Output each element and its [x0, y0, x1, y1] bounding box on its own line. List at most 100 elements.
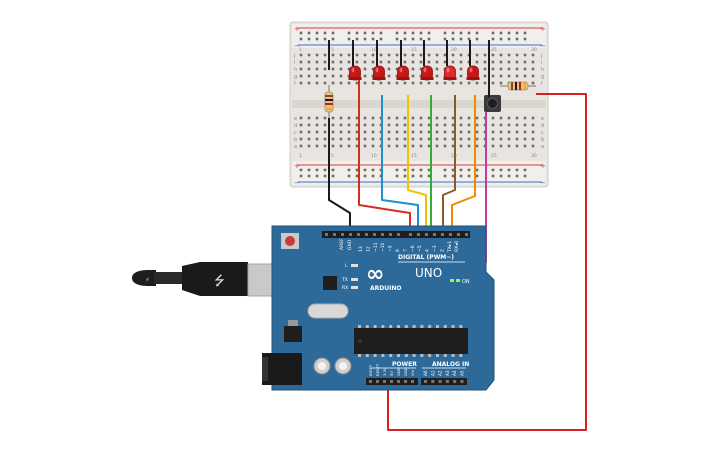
rail-hole	[331, 168, 335, 172]
breadboard-hole	[323, 74, 327, 78]
led-3[interactable]	[396, 65, 410, 81]
breadboard-hole	[467, 123, 471, 127]
chip-pin	[381, 354, 385, 357]
breadboard-hole	[483, 74, 487, 78]
analog-header-hole	[438, 380, 442, 383]
breadboard-hole	[387, 67, 391, 71]
resistor-left[interactable]	[324, 85, 334, 118]
breadboard-hole	[323, 81, 327, 85]
rail-hole	[475, 174, 479, 178]
breadboard-hole	[363, 74, 367, 78]
breadboard-hole	[371, 130, 375, 134]
rail-hole	[451, 37, 455, 41]
breadboard-hole	[483, 67, 487, 71]
analog-header-holes	[424, 380, 464, 383]
analog-header[interactable]	[421, 378, 467, 385]
rail-hole	[523, 31, 527, 35]
breadboard-hole	[467, 116, 471, 120]
breadboard-hole	[531, 67, 535, 71]
analog-pin-label: A2	[438, 370, 443, 376]
rail-hole	[363, 37, 367, 41]
row-letter: b	[294, 137, 297, 143]
breadboard-hole	[515, 74, 519, 78]
pushbutton-cap[interactable]	[487, 98, 498, 109]
breadboard-hole	[387, 53, 391, 57]
led-5[interactable]	[443, 65, 457, 81]
breadboard-hole	[435, 116, 439, 120]
breadboard-hole	[299, 116, 303, 120]
top-rail-plus-label: +	[294, 25, 300, 33]
breadboard-hole	[299, 53, 303, 57]
breadboard-hole	[363, 144, 367, 148]
rail-hole	[347, 168, 351, 172]
column-number: 25	[491, 47, 497, 53]
led-6[interactable]	[466, 65, 480, 81]
row-letter: j	[293, 53, 295, 59]
resistor-right-band-2	[515, 82, 517, 90]
led-4[interactable]	[420, 65, 434, 81]
breadboard-hole	[523, 67, 527, 71]
wire-led-2[interactable]	[381, 95, 419, 236]
digital-header-hole	[325, 233, 328, 236]
rail-hole	[395, 37, 399, 41]
digital-header[interactable]	[322, 231, 470, 238]
rail-hole	[515, 31, 519, 35]
led-2[interactable]	[372, 65, 386, 81]
breadboard-hole	[523, 74, 527, 78]
breadboard-hole	[395, 137, 399, 141]
wire-gnd[interactable]	[328, 118, 351, 236]
digital-header-hole	[417, 233, 420, 236]
breadboard-hole	[419, 123, 423, 127]
wire-led-5[interactable]	[442, 95, 456, 236]
reset-button[interactable]	[285, 236, 295, 246]
rail-hole	[323, 31, 327, 35]
rail-hole	[523, 168, 527, 172]
row-letter: f	[294, 81, 296, 87]
chip-pin	[404, 325, 408, 328]
breadboard-hole	[467, 137, 471, 141]
breadboard-hole	[307, 137, 311, 141]
barrel-jack[interactable]	[262, 353, 302, 385]
chip-pin	[365, 354, 369, 357]
breadboard-hole	[531, 74, 535, 78]
resistor-right[interactable]	[500, 81, 536, 91]
breadboard-hole	[387, 60, 391, 64]
chip-pin	[389, 325, 393, 328]
breadboard-hole	[411, 130, 415, 134]
wire-led-3[interactable]	[407, 95, 427, 236]
rail-hole	[355, 168, 359, 172]
digital-header-hole	[357, 233, 360, 236]
wire-led-1[interactable]	[358, 80, 411, 236]
breadboard-hole	[371, 144, 375, 148]
rail-hole	[491, 37, 495, 41]
breadboard-hole	[339, 53, 343, 57]
column-number-bottom: 5	[331, 153, 334, 159]
rail-hole	[363, 174, 367, 178]
capacitor-1-top	[318, 362, 326, 370]
breadboard-hole	[315, 137, 319, 141]
wire-led-6[interactable]	[451, 95, 476, 236]
power-pin-label: GND	[403, 367, 408, 376]
chip-pin	[443, 354, 447, 357]
analog-header-hole	[424, 380, 427, 383]
breadboard-hole	[435, 123, 439, 127]
analog-label: ANALOG IN	[432, 361, 469, 368]
breadboard-hole	[355, 53, 359, 57]
chip-pin	[451, 354, 455, 357]
pushbutton[interactable]	[484, 95, 501, 112]
breadboard-hole	[307, 123, 311, 127]
breadboard-hole	[435, 144, 439, 148]
breadboard-hole	[499, 60, 503, 64]
rail-hole	[491, 31, 495, 35]
breadboard-hole	[387, 74, 391, 78]
breadboard-hole	[459, 53, 463, 57]
breadboard-hole	[427, 60, 431, 64]
resistor-left-band-4	[325, 108, 333, 110]
rail-hole	[315, 168, 319, 172]
power-header-hole	[397, 380, 400, 383]
breadboard-hole	[355, 137, 359, 141]
led-1[interactable]	[348, 65, 362, 81]
wire-button-power[interactable]	[387, 93, 587, 431]
